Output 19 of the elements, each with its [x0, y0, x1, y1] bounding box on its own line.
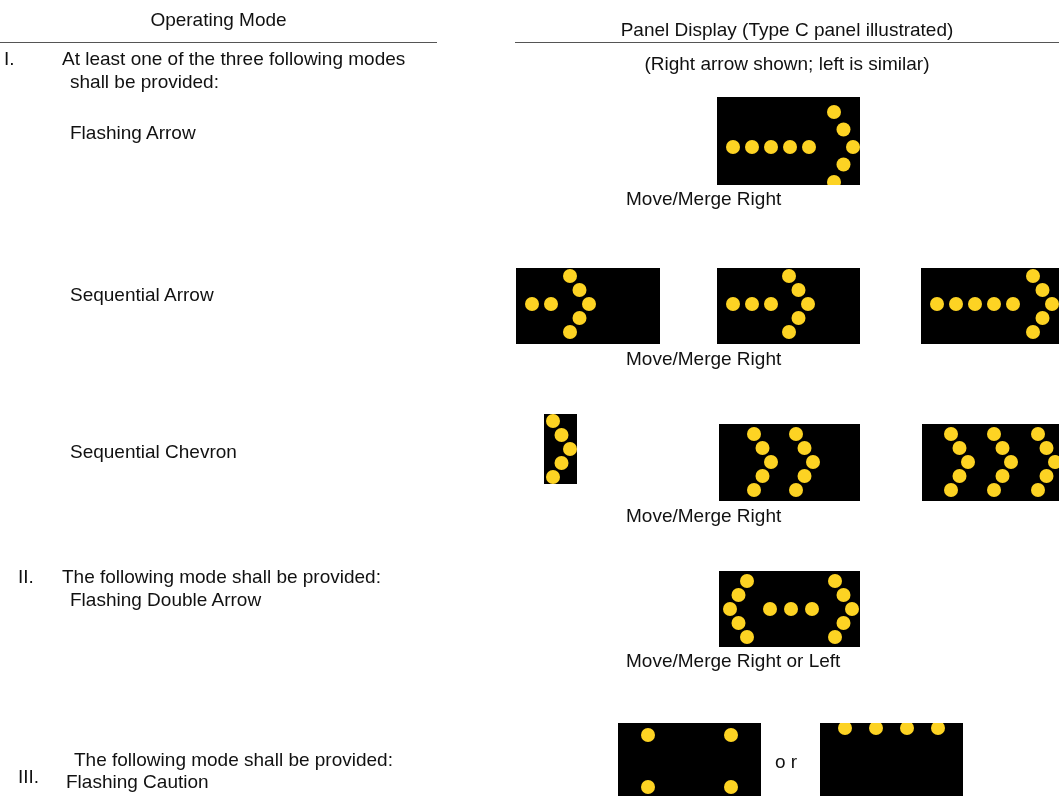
mode-requirement: The following mode shall be provided:: [74, 748, 393, 771]
mode-requirement: The following mode shall be provided:: [62, 565, 381, 588]
mode-name: Flashing Arrow: [70, 121, 196, 144]
column-heading: Operating Mode: [149, 8, 288, 31]
mode-name: Flashing Caution: [66, 770, 209, 793]
alternative-text: o r: [775, 750, 798, 773]
mode-requirement: At least one of the three following modes shall be provided:: [62, 47, 407, 93]
roman-numeral: II.: [18, 565, 34, 588]
column-heading: Panel Display (Type C panel illustrated): [619, 18, 955, 41]
panel-caption: Move/Merge Right: [626, 347, 782, 370]
panel-caption: Move/Merge Right: [626, 504, 782, 527]
mode-name: Sequential Chevron: [70, 440, 237, 463]
mode-name: Sequential Arrow: [70, 283, 214, 306]
panel-caption: Move/Merge Right or Left: [626, 649, 841, 672]
mode-name: Flashing Double Arrow: [70, 588, 262, 611]
roman-numeral: III.: [18, 765, 40, 788]
panel-note: (Right arrow shown; left is similar): [643, 52, 931, 75]
panel-caption: Move/Merge Right: [626, 187, 782, 210]
roman-numeral: I.: [4, 47, 15, 70]
